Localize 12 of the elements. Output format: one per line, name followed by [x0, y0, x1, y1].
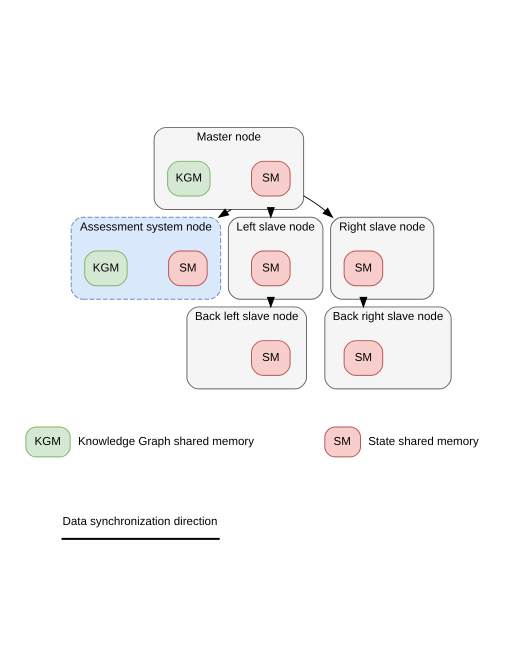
node-box: SM	[344, 340, 384, 376]
node-box: SM	[251, 160, 291, 197]
node-box: SM	[344, 250, 384, 286]
node-box: SM	[168, 250, 208, 286]
node-box: SM	[251, 340, 291, 376]
node-label: State shared memory	[368, 436, 479, 448]
arrow	[303, 195, 334, 218]
node-box: SM	[251, 250, 291, 286]
node-box: KGM	[167, 160, 211, 197]
node-label: Knowledge Graph shared memory	[78, 436, 254, 448]
legend-label: Data synchronization direction	[62, 516, 218, 528]
node-box: KGM	[84, 250, 128, 286]
